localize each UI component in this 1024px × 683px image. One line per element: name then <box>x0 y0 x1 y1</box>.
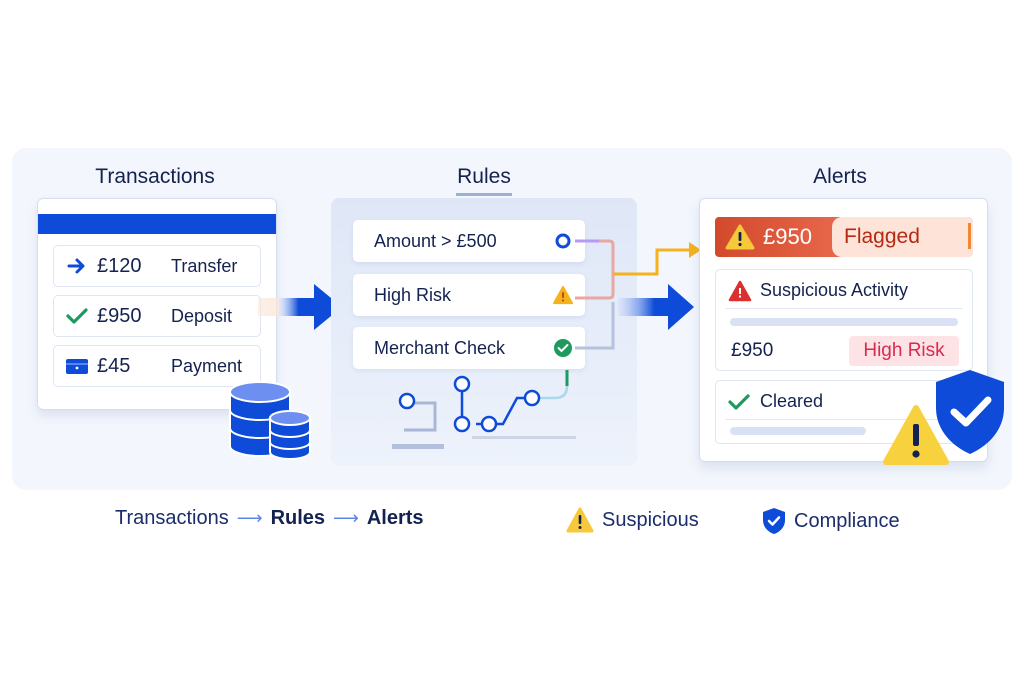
transactions-title: Transactions <box>95 165 215 188</box>
rules-title-underline <box>456 193 512 196</box>
legend-alerts: Alerts <box>366 507 424 529</box>
rule-label: Merchant Check <box>374 337 506 358</box>
card-icon <box>65 354 89 378</box>
rule-label: Amount > £500 <box>374 230 497 251</box>
suspicious-legend: Suspicious <box>566 507 699 533</box>
rules-panel: Amount > £500 High Risk Merchant Check <box>331 198 637 466</box>
flow-legend: Transactions ⟶ Rules ⟶ Alerts <box>115 507 424 530</box>
transaction-type: Payment <box>171 355 243 376</box>
transactions-panel: £120 Transfer £950 Deposit £45 Payment <box>37 198 277 410</box>
arrow-right-icon: ⟶ <box>236 508 263 528</box>
warning-icon <box>882 404 950 471</box>
progress-bar <box>730 318 958 326</box>
transaction-row[interactable]: £45 Payment <box>53 345 261 387</box>
progress-bar <box>730 427 866 435</box>
warning-icon <box>566 507 594 533</box>
arrow-right-icon <box>65 254 89 278</box>
flagged-alert[interactable]: £950 Flagged <box>715 217 973 257</box>
suspicious-activity-card[interactable]: Suspicious Activity £950 High Risk <box>715 269 973 371</box>
flagged-amount: £950 <box>763 224 812 249</box>
transaction-amount: £950 <box>97 304 142 327</box>
rule-item[interactable]: Merchant Check <box>353 327 585 369</box>
rules-connector-lines <box>392 239 701 449</box>
transaction-row[interactable]: £120 Transfer <box>53 245 261 287</box>
check-icon <box>65 304 89 328</box>
arrow-right-icon: ⟶ <box>333 508 359 528</box>
flow-arrow-icon <box>618 282 698 337</box>
database-icon <box>228 380 314 467</box>
rule-label: High Risk <box>374 284 452 305</box>
transaction-amount: £120 <box>97 254 142 277</box>
transaction-row[interactable]: £950 Deposit <box>53 295 261 337</box>
alerts-title: Alerts <box>813 165 867 188</box>
rule-item[interactable]: Amount > £500 <box>353 220 585 262</box>
check-icon <box>728 393 750 416</box>
legend-transactions: Transactions <box>115 507 229 529</box>
transaction-type: Deposit <box>171 305 233 326</box>
warning-icon <box>553 285 573 305</box>
suspicious-title: Suspicious Activity <box>760 280 909 300</box>
node-circle-icon <box>553 231 573 251</box>
check-circle-icon <box>553 338 573 358</box>
flagged-status: Flagged <box>844 225 920 248</box>
flow-arrow-icon <box>258 282 344 337</box>
transaction-type: Transfer <box>171 255 238 276</box>
legend-suspicious: Suspicious <box>602 508 699 531</box>
suspicious-amount: £950 <box>731 340 774 361</box>
alerts-panel: £950 Flagged Suspicious Activity £950 Hi… <box>699 198 988 462</box>
legend-rules: Rules <box>270 507 326 529</box>
shield-check-icon <box>762 507 786 535</box>
rules-title: Rules <box>457 165 511 188</box>
transaction-amount: £45 <box>97 354 131 377</box>
warning-icon <box>725 224 755 250</box>
risk-badge: High Risk <box>849 336 959 366</box>
rule-item[interactable]: High Risk <box>353 274 585 316</box>
flag-indicator <box>968 223 971 249</box>
legend-compliance: Compliance <box>794 509 900 532</box>
shield-check-icon <box>934 368 1006 461</box>
divider <box>726 308 962 309</box>
cleared-title: Cleared <box>760 391 824 411</box>
transactions-header-bar <box>38 214 276 234</box>
divider <box>726 419 962 420</box>
compliance-legend: Compliance <box>762 507 900 535</box>
alert-triangle-icon <box>728 280 752 307</box>
